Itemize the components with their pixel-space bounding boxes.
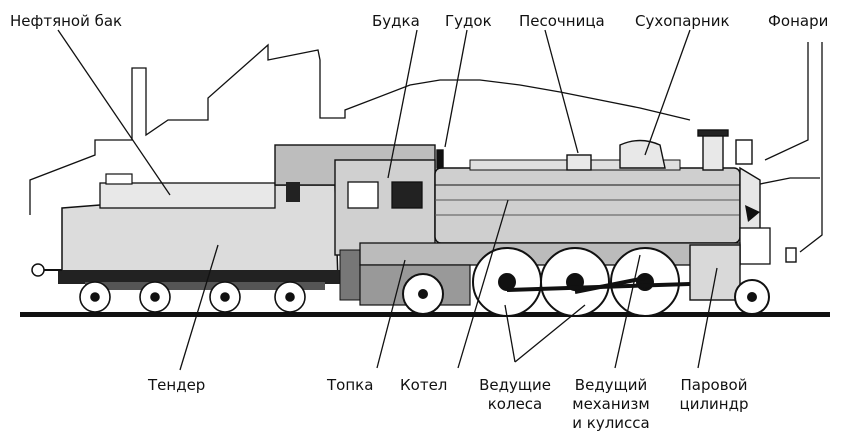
label-tender: Тендер bbox=[148, 376, 205, 395]
steam-dome bbox=[620, 141, 665, 169]
label-cab: Будка bbox=[372, 12, 420, 31]
label-steam-cylinder-line1: Паровой bbox=[668, 376, 760, 395]
label-driving-wheels-line2: колеса bbox=[473, 395, 557, 414]
label-whistle: Гудок bbox=[445, 12, 492, 31]
label-drive-gear: Ведущий механизм и кулисса bbox=[563, 376, 659, 433]
whistle bbox=[437, 150, 443, 168]
label-drive-gear-line1: Ведущий bbox=[563, 376, 659, 395]
steam-cylinder bbox=[690, 245, 740, 300]
label-sandbox: Песочница bbox=[519, 12, 605, 31]
lamp bbox=[736, 140, 752, 164]
label-driving-wheels: Ведущие колеса bbox=[473, 376, 557, 414]
chimney bbox=[703, 135, 723, 170]
label-steam-dome: Сухопарник bbox=[635, 12, 730, 31]
label-oil-tank: Нефтяной бак bbox=[10, 12, 122, 31]
label-boiler: Котел bbox=[400, 376, 447, 395]
label-driving-wheels-line1: Ведущие bbox=[473, 376, 557, 395]
label-drive-gear-line3: и кулисса bbox=[563, 414, 659, 433]
label-steam-cylinder-line2: цилиндр bbox=[668, 395, 760, 414]
label-steam-cylinder: Паровой цилиндр bbox=[668, 376, 760, 414]
label-lamps: Фонари bbox=[768, 12, 828, 31]
label-drive-gear-line2: механизм bbox=[563, 395, 659, 414]
label-firebox: Топка bbox=[327, 376, 373, 395]
lamp bbox=[786, 248, 796, 262]
sandbox bbox=[567, 155, 591, 170]
